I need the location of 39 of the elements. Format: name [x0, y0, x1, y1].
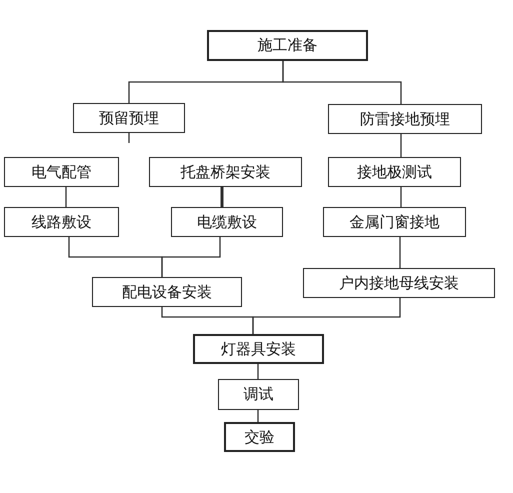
process-box: [224, 422, 295, 452]
step-label: 防雷接地预埋: [360, 110, 450, 128]
step-label: 线路敷设: [32, 212, 92, 232]
connector-line: [161, 237, 221, 277]
connector-line: [400, 134, 402, 157]
process-box: [4, 207, 119, 237]
connector-line: [257, 364, 259, 379]
step-label: 户内接地母线安装: [339, 274, 459, 292]
step-label: 交验: [244, 428, 274, 446]
connector-line: [282, 61, 402, 104]
connector-line: [65, 187, 67, 207]
connector-line: [399, 237, 401, 268]
step-label: 预留预埋: [99, 108, 159, 128]
step-label: 金属门窗接地: [350, 212, 440, 232]
step-label: 调试: [244, 385, 274, 404]
process-box: [323, 207, 466, 237]
process-box: [92, 277, 242, 307]
process-box: [328, 104, 482, 134]
connector-line: [220, 187, 224, 207]
process-box: [4, 157, 119, 187]
process-box: [303, 268, 495, 298]
step-label: 电气配管: [32, 162, 92, 182]
process-box: [149, 157, 302, 187]
step-label: 接地极测试: [357, 162, 432, 182]
step-label: 施工准备: [258, 36, 318, 55]
process-box: [328, 157, 461, 187]
process-box: [73, 103, 185, 133]
process-box: [207, 30, 368, 61]
step-label: 托盘桥架安装: [180, 162, 270, 182]
step-label: 电缆敷设: [197, 212, 257, 232]
process-box: [218, 379, 299, 410]
process-box: [171, 207, 283, 237]
step-label: 配电设备安装: [122, 282, 212, 302]
connector-line: [252, 298, 401, 334]
connector-line: [257, 410, 259, 422]
connector-line: [400, 187, 402, 207]
connector-line: [128, 133, 130, 143]
process-box: [193, 334, 324, 364]
step-label: 灯器具安装: [221, 340, 296, 358]
